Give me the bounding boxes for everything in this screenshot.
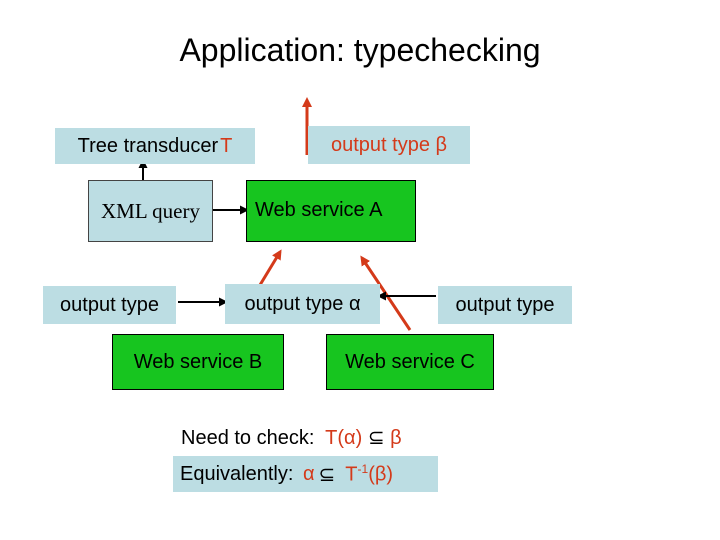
- slide-title: Application: typechecking: [179, 32, 541, 68]
- t-inverse-formula: T-1(β): [345, 462, 393, 487]
- equivalently-label: Equivalently:: [180, 462, 299, 485]
- output-type-alpha-box: output type α: [225, 284, 380, 324]
- tree-transducer-label: Tree transducer: [77, 134, 219, 157]
- subset-symbol-2: ⊆: [318, 463, 336, 486]
- subset-symbol-1: ⊆: [367, 427, 385, 449]
- tree-transducer-box: Tree transducer T: [55, 128, 255, 164]
- xml-query-box: XML query: [88, 180, 213, 242]
- inverse-superscript: -1: [357, 461, 369, 476]
- beta-symbol-2: (β): [368, 463, 394, 486]
- transducer-symbol: T: [220, 134, 233, 157]
- alpha-symbol-2: α: [302, 462, 315, 485]
- output-type-right-box: output type: [438, 286, 572, 324]
- arrow-c-to-beta: [360, 255, 412, 331]
- beta-symbol-1: β: [390, 427, 402, 449]
- web-service-c-box: Web service C: [326, 334, 494, 390]
- t-symbol: T: [345, 463, 358, 486]
- web-service-b-box: Web service B: [112, 334, 284, 390]
- web-service-a-box: Web service A: [246, 180, 416, 242]
- output-type-beta-box: output type β: [308, 126, 470, 164]
- t-alpha-formula: T(α): [325, 427, 363, 449]
- equivalently-box: Equivalently: α ⊆ T-1(β): [173, 456, 438, 492]
- need-to-check-label: Need to check:: [181, 427, 326, 449]
- web-service-a-label: Web service A: [255, 199, 383, 221]
- need-to-check-line: Need to check: T(α) ⊆ β: [181, 425, 402, 450]
- output-type-left-box: output type: [43, 286, 176, 324]
